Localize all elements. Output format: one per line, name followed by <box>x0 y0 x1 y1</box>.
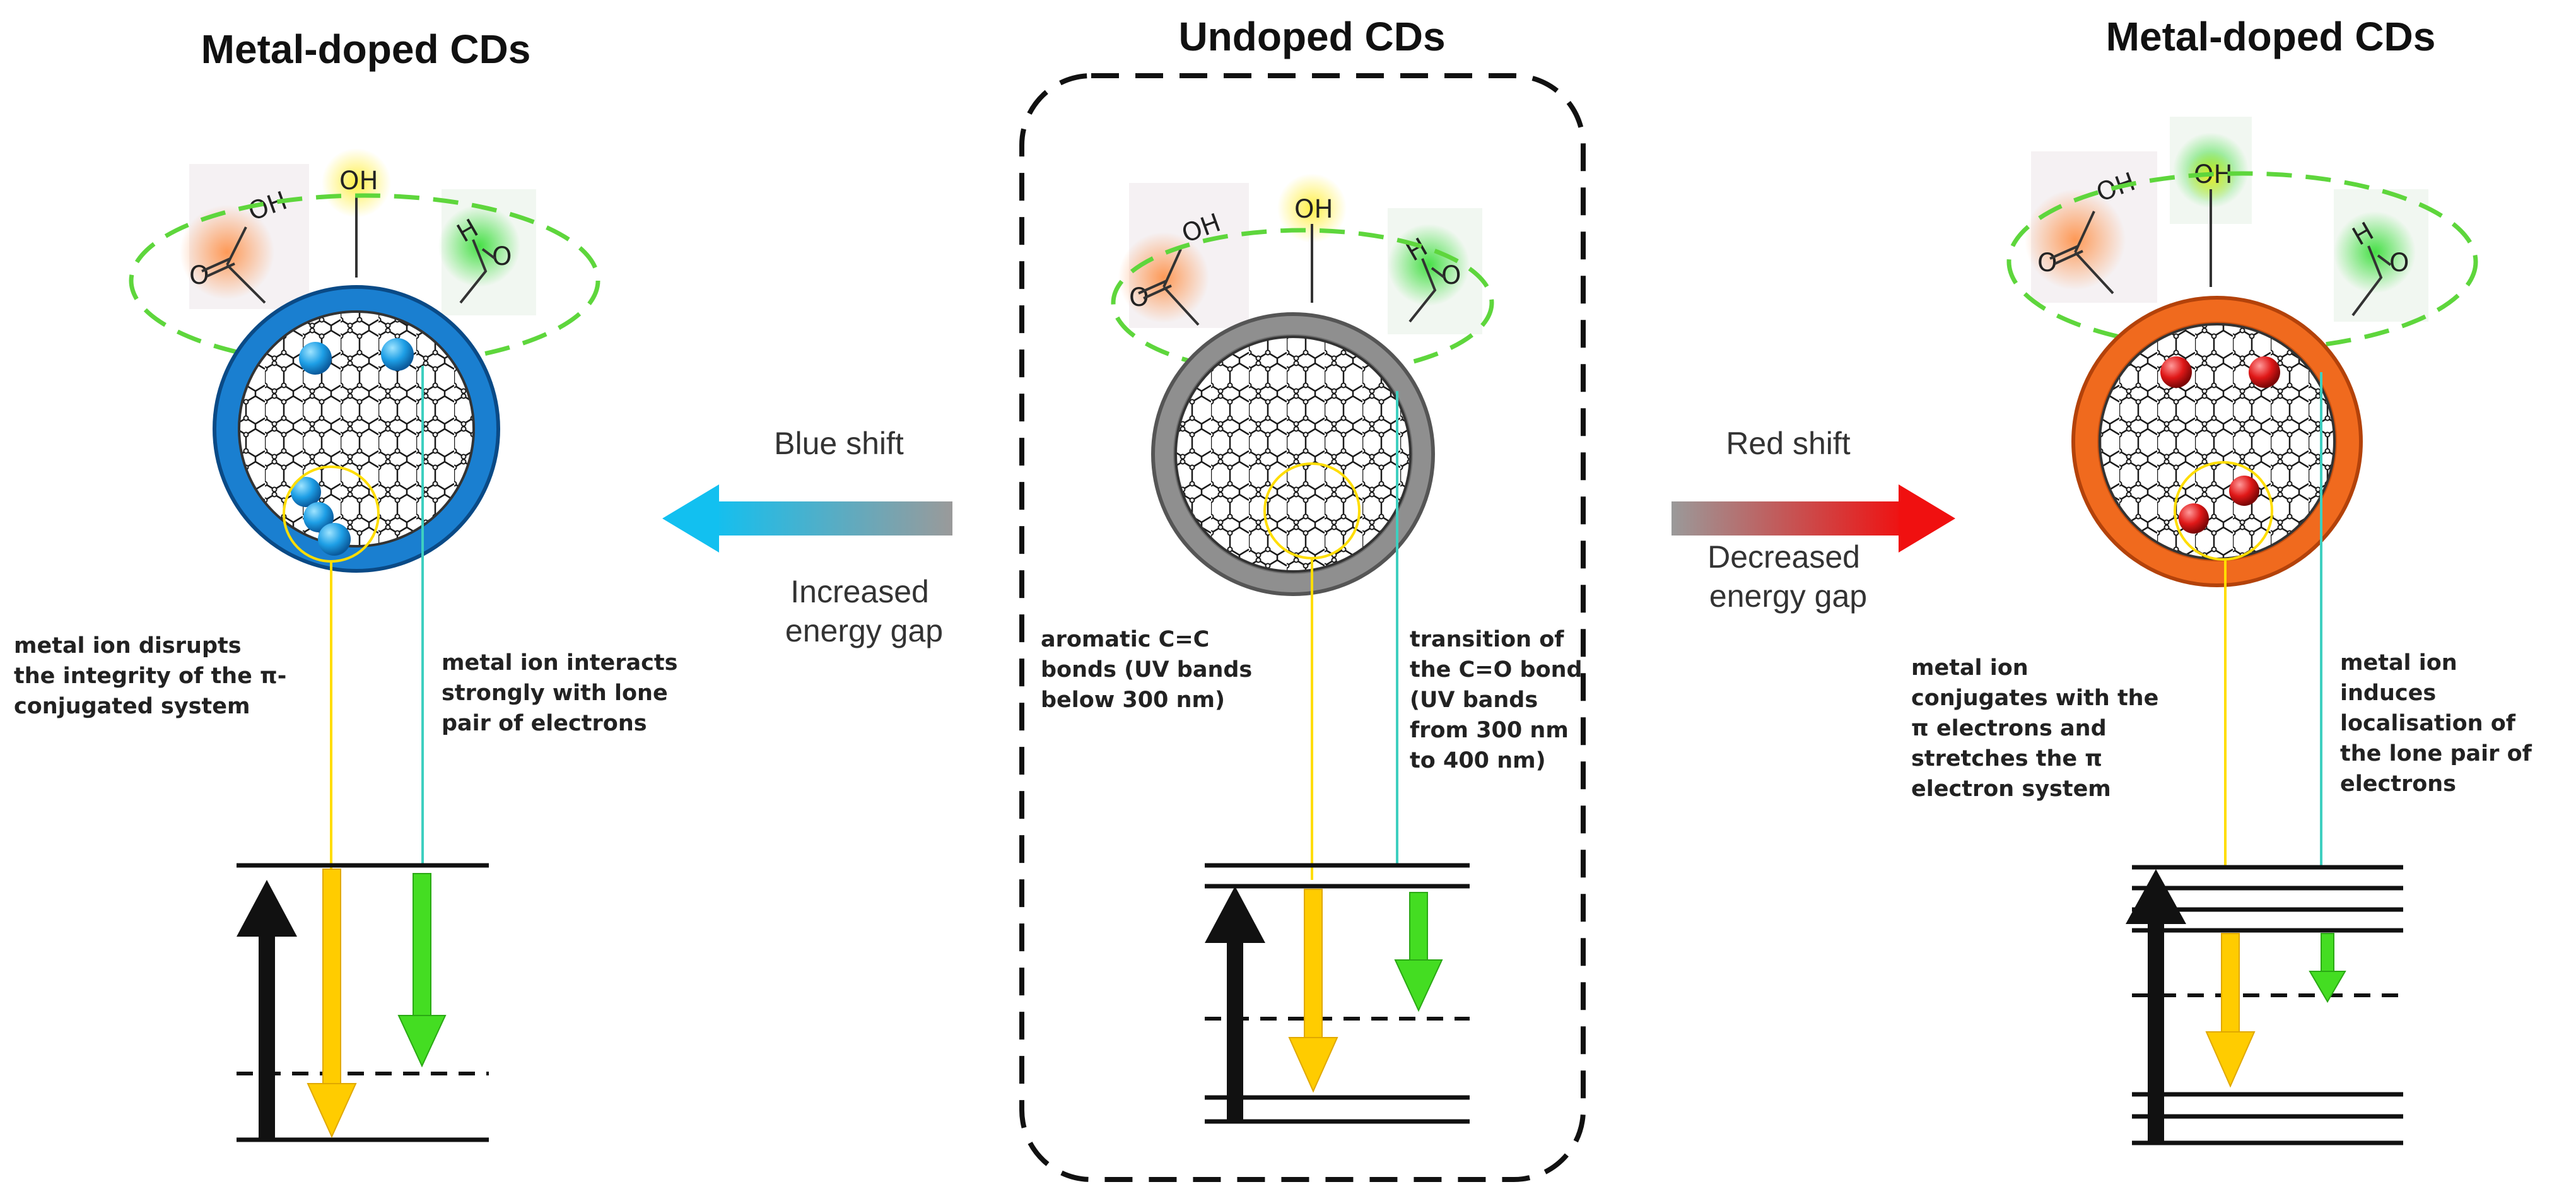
left-energy-diagram <box>237 863 489 1142</box>
title-center: Undoped CDs <box>1178 14 1445 59</box>
left-label-right: metal ion interacts strongly with lone p… <box>442 650 686 736</box>
center-label-right-line: (UV bands <box>1410 688 1538 713</box>
center-label-left-line: bonds (UV bands <box>1041 657 1252 682</box>
red-shift-sub-line: Decreased <box>1707 539 1860 575</box>
left-dopant-ion <box>299 342 332 375</box>
blue-shift-sub: Increased energy gap <box>785 574 943 648</box>
right-label-right-line: induces <box>2340 681 2436 706</box>
right-label-right-line: metal ion <box>2340 650 2457 676</box>
left-aldehyde-o-label: O <box>492 242 512 271</box>
left-label-right-line: metal ion interacts <box>442 650 677 676</box>
left-hydroxyl-label: OH <box>339 167 378 196</box>
left-functional-groups: OH O OH H O <box>180 148 536 315</box>
red-shift-sub: Decreased energy gap <box>1707 539 1869 614</box>
right-aldehyde-o-label: O <box>2389 249 2409 278</box>
center-label-left: aromatic C=C bonds (UV bands below 300 n… <box>1041 627 1260 713</box>
title-left: Metal-doped CDs <box>201 26 531 72</box>
blue-shift-sub-line: energy gap <box>785 613 943 648</box>
red-shift-sub-line: energy gap <box>1709 578 1867 614</box>
left-dopant-ion <box>381 338 414 371</box>
left-label-left-line: metal ion disrupts <box>14 633 242 658</box>
center-label-left-line: aromatic C=C <box>1041 627 1209 652</box>
right-dopant-ion <box>2249 356 2280 388</box>
center-label-right: transition of the C=O bond (UV bands fro… <box>1410 627 1590 773</box>
center-energy-diagram <box>1205 863 1470 1124</box>
right-dopant-ion <box>2229 476 2259 506</box>
left-dashed-ellipse <box>129 193 600 368</box>
left-label-left: metal ion disrupts the integrity of the … <box>14 633 294 719</box>
blue-shift-sub-line: Increased <box>790 574 929 609</box>
right-label-right-line: electrons <box>2340 771 2456 797</box>
left-dopant-ion <box>291 477 321 507</box>
left-carbon-dot <box>213 285 500 573</box>
left-label-left-line: conjugated system <box>14 694 250 719</box>
right-label-left-line: stretches the π <box>1911 746 2102 771</box>
center-functional-groups: OH O OH H O <box>1118 173 1482 334</box>
right-label-left: metal ion conjugates with the π electron… <box>1911 655 2167 802</box>
right-dopant-ion <box>2160 356 2192 388</box>
right-label-right-line: localisation of <box>2340 711 2516 736</box>
center-aldehyde-o-label: O <box>1441 261 1461 290</box>
center-label-right-line: transition of <box>1410 627 1564 652</box>
right-dashed-ellipse <box>2006 171 2478 353</box>
left-label-right-line: pair of electrons <box>442 711 647 736</box>
center-label-right-line: the C=O bond <box>1410 657 1583 682</box>
right-label-left-line: π electrons and <box>1911 716 2107 741</box>
red-shift-arrow <box>1671 484 1955 553</box>
undoped-frame <box>1019 73 1586 1182</box>
left-label-left-line: the integrity of the π- <box>14 664 286 689</box>
center-label-right-line: from 300 nm <box>1410 718 1569 743</box>
left-dopant-ion <box>318 523 351 556</box>
blue-shift-arrow <box>662 484 952 553</box>
right-energy-diagram <box>2126 865 2403 1145</box>
blue-shift-label: Blue shift <box>774 426 904 461</box>
center-label-left-line: below 300 nm) <box>1041 688 1225 713</box>
right-dopant-ion <box>2179 503 2209 534</box>
title-right: Metal-doped CDs <box>2106 14 2436 59</box>
center-carbon-dot <box>1151 312 1435 596</box>
right-yellow-circle <box>2174 461 2273 561</box>
red-shift-label: Red shift <box>1726 426 1850 461</box>
center-hydroxyl-label: OH <box>1294 195 1333 224</box>
left-dopant-ion <box>303 502 334 532</box>
right-label-right: metal ion induces localisation of the lo… <box>2340 650 2539 797</box>
right-carbon-dot <box>2071 296 2363 587</box>
right-label-left-line: electron system <box>1911 776 2111 802</box>
left-label-right-line: strongly with lone <box>442 681 668 706</box>
right-label-left-line: metal ion <box>1911 655 2029 681</box>
center-label-right-line: to 400 nm) <box>1410 748 1546 773</box>
right-label-left-line: conjugates with the <box>1911 686 2158 711</box>
right-acid-o-label: O <box>2037 249 2057 278</box>
right-label-right-line: the lone pair of <box>2340 741 2532 766</box>
left-acid-o-label: O <box>189 261 209 290</box>
right-functional-groups: OH O OH H O <box>2025 117 2428 322</box>
